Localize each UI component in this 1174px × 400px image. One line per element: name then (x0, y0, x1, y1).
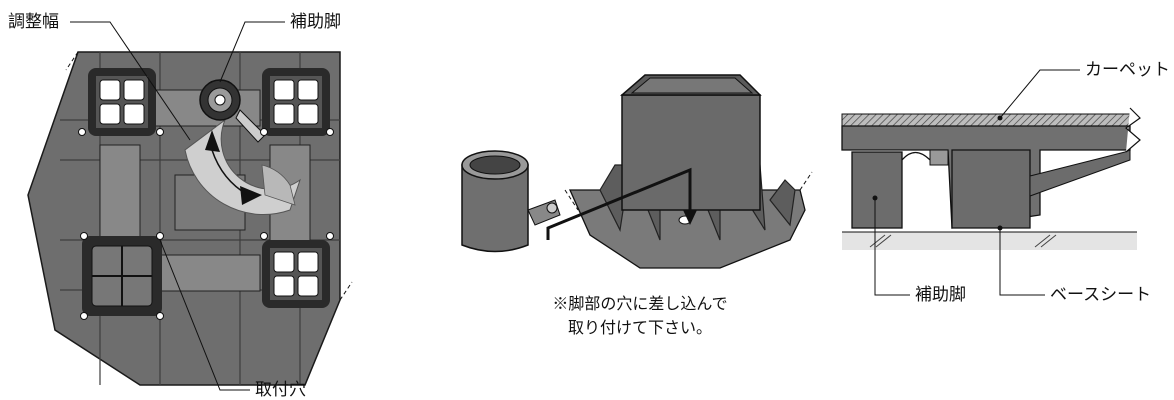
rotate-arrow-1 (205, 130, 220, 152)
label-mount-hole: 取付穴 (255, 380, 306, 400)
leg-top-right (262, 68, 330, 136)
mount-holes (78, 128, 334, 320)
right-panel-section (841, 69, 1141, 296)
label-carpet: カーペット (1085, 60, 1170, 80)
leg-bottom-right (262, 240, 330, 308)
label-aux-leg-left: 補助脚 (290, 12, 341, 32)
center-panel-insertion (461, 74, 813, 269)
aux-leg-top-view (199, 79, 266, 143)
carpet-layer (841, 113, 1131, 127)
install-note-line1: ※脚部の穴に差し込んで (552, 294, 728, 313)
aux-leg-cylinder (461, 150, 561, 253)
install-note: ※脚部の穴に差し込んで 取り付けて下さい。 (510, 292, 770, 340)
leg-bottom-left (82, 236, 162, 316)
aux-leg-section (851, 151, 903, 229)
label-aux-leg-right: 補助脚 (915, 285, 966, 305)
install-note-line2: 取り付けて下さい。 (567, 318, 712, 337)
left-panel-top-view (27, 21, 353, 391)
left-leaders (70, 21, 285, 391)
rib-horizontal-bottom (149, 254, 261, 292)
insert-arrow (546, 167, 692, 240)
main-leg-section (951, 149, 1031, 229)
label-base-sheet: ベースシート (1050, 285, 1152, 305)
floor (842, 232, 1137, 250)
right-leaders (874, 69, 1080, 296)
leg-top-left (88, 68, 156, 136)
rotate-arrow-2 (240, 186, 262, 205)
label-adjust-width: 調整幅 (8, 12, 59, 32)
